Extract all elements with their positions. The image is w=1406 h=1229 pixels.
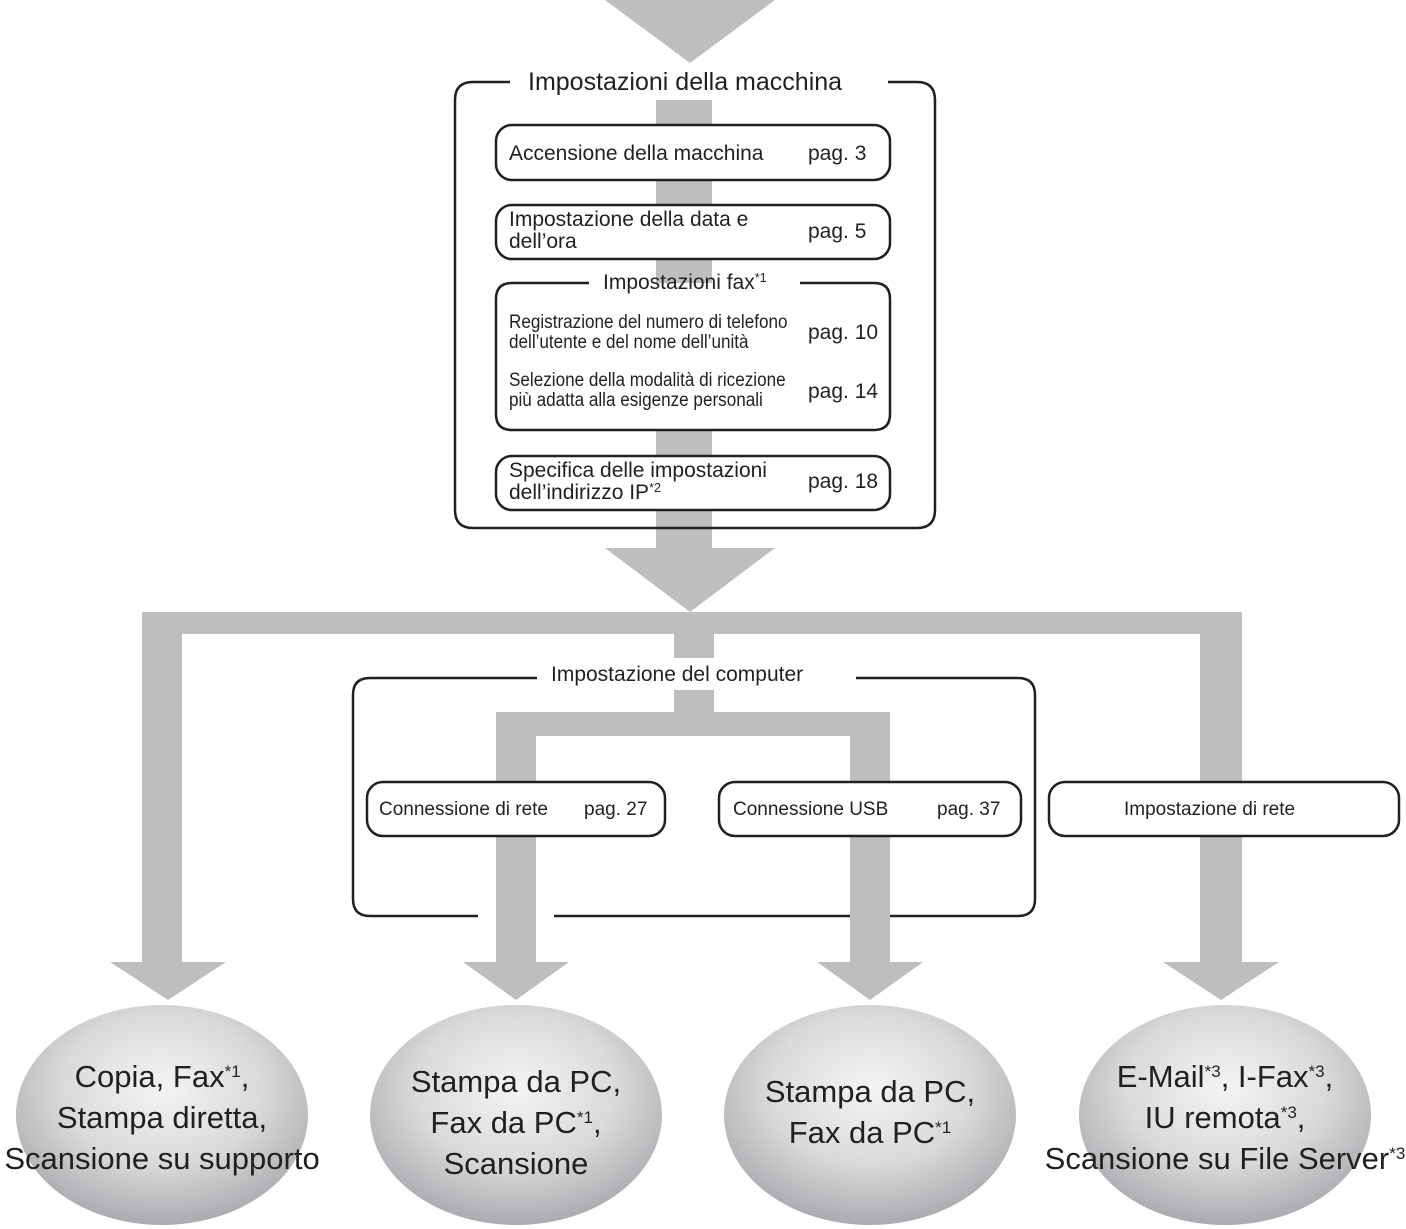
machine-down-arrow (605, 548, 775, 612)
power-on-page: pag. 3 (808, 142, 867, 165)
outcome-text-4: E-Mail*3, I-Fax*3, IU remota*3, Scansion… (1044, 1059, 1406, 1176)
network-arrow-head (463, 962, 569, 1000)
outcome-text-3: Stampa da PC, Fax da PC*1 (764, 1074, 976, 1150)
network-branch (496, 712, 536, 964)
network-settings-box (1047, 780, 1401, 838)
computer-settings-title: Impostazione del computer (551, 663, 804, 686)
right-arrow-head (1163, 962, 1279, 1000)
network-connection-label: Connessione di rete (379, 799, 548, 820)
network-connection-page: pag. 27 (584, 799, 648, 820)
rx-mode-page: pag. 14 (808, 380, 879, 403)
computer-settings-frame (351, 676, 1037, 918)
outcome-oval-3 (724, 1005, 1016, 1225)
fax-settings-title: Impostazioni fax*1 (603, 271, 767, 294)
left-branch (142, 612, 182, 964)
outcome-text-1: Copia, Fax*1, Stampa diretta, Scansione … (4, 1059, 320, 1176)
fax-settings-frame (494, 281, 892, 432)
registration-page: pag. 10 (808, 321, 879, 344)
usb-arrow-head (817, 962, 923, 1000)
outcome-oval-1 (16, 1005, 308, 1225)
usb-connection-label: Connessione USB (733, 799, 889, 820)
registration-label: Registrazione del numero di telefono del… (509, 312, 788, 353)
machine-settings-frame (453, 80, 937, 530)
computer-split-bar (496, 712, 890, 736)
top-arrow (605, 0, 775, 63)
power-on-box (494, 123, 892, 182)
usb-branch (850, 712, 890, 964)
outcome-oval-2 (370, 1005, 662, 1225)
computer-feed-inner (674, 690, 714, 715)
ip-settings-page: pag. 18 (808, 470, 879, 493)
power-on-label: Accensione della macchina (509, 142, 764, 165)
distribution-bar (142, 612, 1242, 634)
date-time-box (494, 203, 892, 261)
usb-connection-page: pag. 37 (937, 799, 1001, 820)
outcome-oval-4 (1079, 1005, 1371, 1225)
rx-mode-label: Selezione della modalità di ricezione pi… (509, 370, 786, 411)
network-connection-box (365, 780, 667, 838)
outcome-text-2: Stampa da PC, Fax da PC*1, Scansione (410, 1064, 622, 1181)
ip-settings-label: Specifica delle impostazioni dell’indiri… (509, 459, 767, 504)
left-arrow-head (110, 962, 226, 1000)
network-settings-label: Impostazione di rete (1124, 799, 1296, 820)
date-time-label: Impostazione della data e dell’ora (509, 208, 749, 253)
usb-connection-box (717, 780, 1023, 838)
ip-settings-box (494, 454, 892, 512)
machine-settings-title: Impostazioni della macchina (528, 68, 843, 96)
date-time-page: pag. 5 (808, 220, 867, 243)
computer-feed (674, 630, 714, 658)
